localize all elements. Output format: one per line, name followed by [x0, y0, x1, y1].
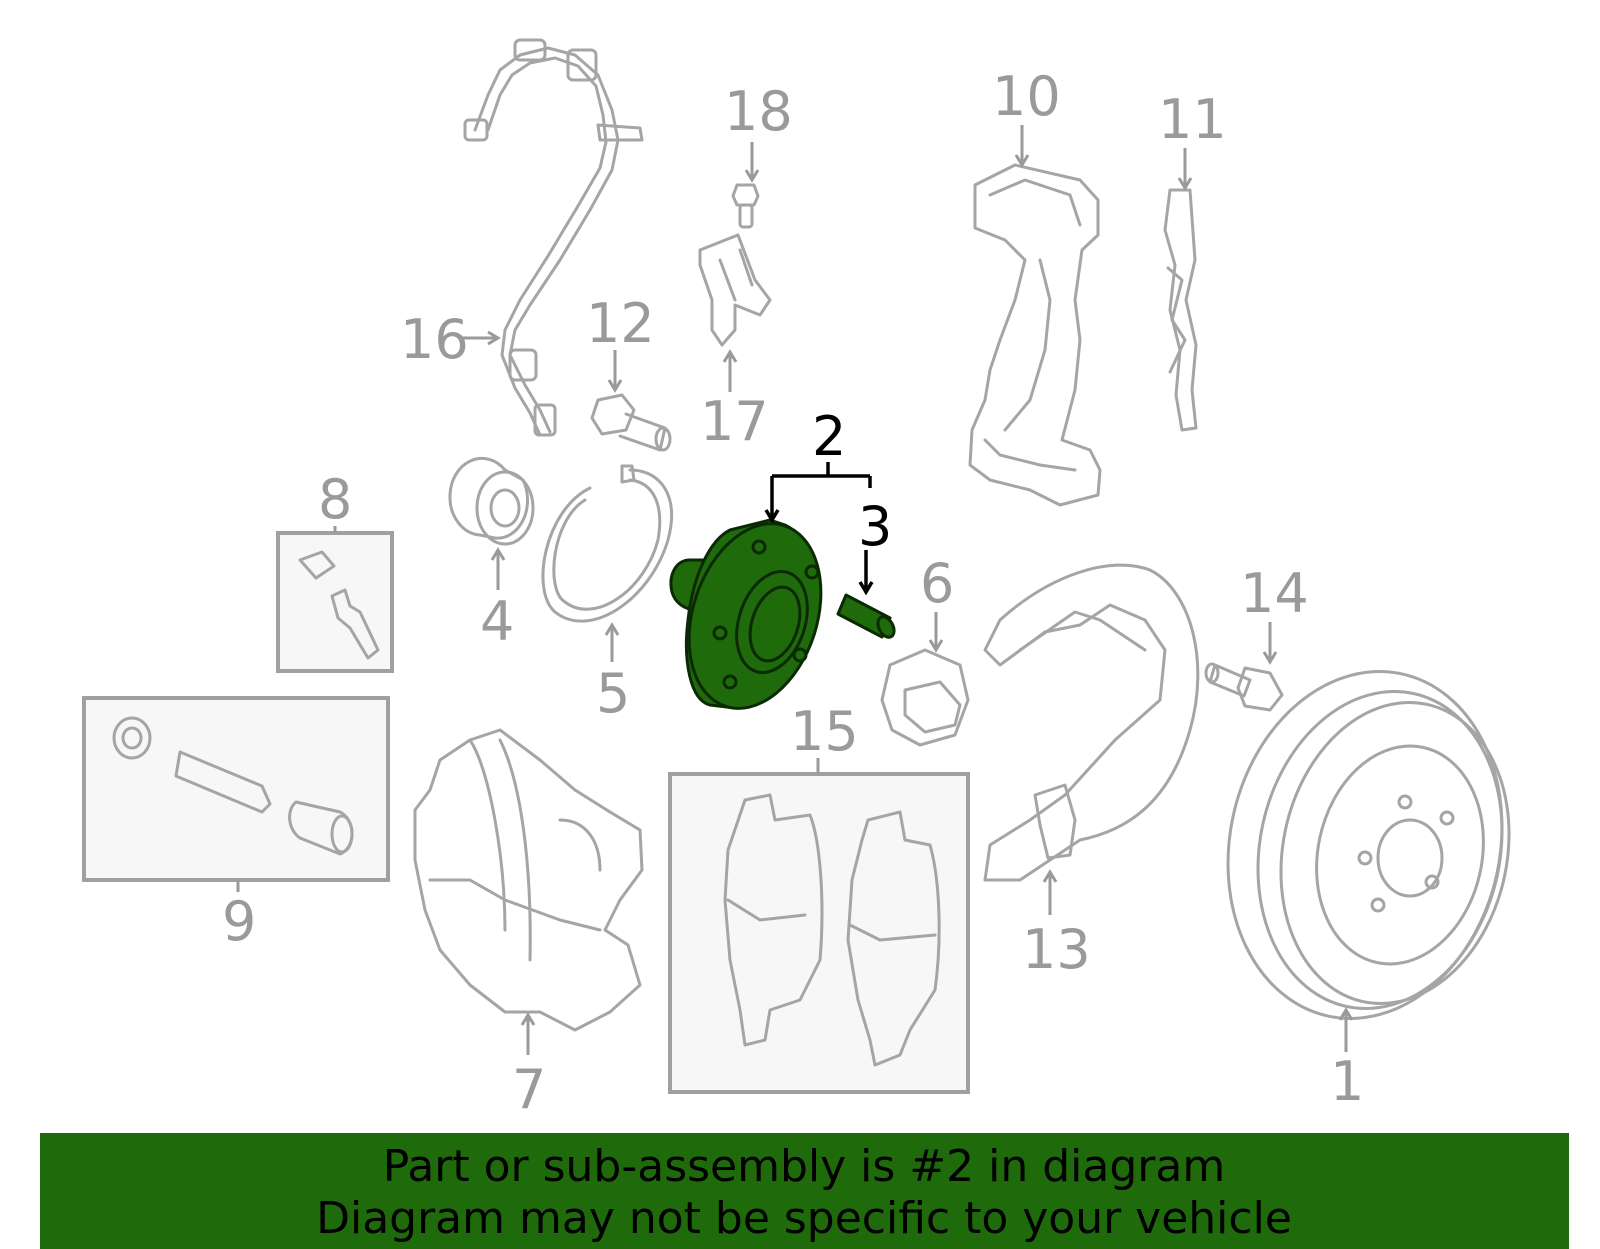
part-6-hub-nut[interactable] — [880, 648, 970, 747]
leader-3 — [858, 550, 874, 596]
leader-12 — [607, 350, 623, 393]
callout-18[interactable]: 18 — [724, 80, 793, 143]
part-14-bolt[interactable] — [1204, 662, 1284, 712]
part-8-bleeder — [298, 550, 380, 660]
part-16-brake-hose[interactable] — [463, 38, 644, 437]
callout-15[interactable]: 15 — [790, 700, 859, 763]
callout-11[interactable]: 11 — [1158, 88, 1227, 151]
banner-line-1: Part or sub-assembly is #2 in diagram — [383, 1141, 1225, 1192]
leader-10 — [1014, 125, 1030, 168]
callout-3[interactable]: 3 — [858, 495, 892, 558]
leader-18 — [744, 142, 760, 183]
leader-1 — [1338, 1007, 1354, 1052]
leader-5 — [604, 622, 620, 662]
leader-2-bracket — [764, 462, 872, 524]
callout-7[interactable]: 7 — [512, 1058, 546, 1121]
callout-5[interactable]: 5 — [596, 662, 630, 725]
callout-1[interactable]: 1 — [1330, 1050, 1364, 1113]
leader-4 — [490, 547, 506, 590]
part-4-bearing[interactable] — [448, 456, 535, 546]
callout-6[interactable]: 6 — [920, 552, 954, 615]
callout-10[interactable]: 10 — [992, 65, 1061, 128]
part-17-sensor[interactable] — [698, 233, 772, 347]
leader-16-arrow — [487, 330, 501, 346]
callout-12[interactable]: 12 — [586, 292, 655, 355]
callout-17[interactable]: 17 — [700, 390, 769, 453]
callout-13[interactable]: 13 — [1022, 918, 1091, 981]
leader-17 — [722, 349, 738, 392]
part-5-snap-ring[interactable] — [541, 464, 674, 623]
part-7-caliper[interactable] — [413, 728, 644, 1032]
part-15-brake-pads — [723, 793, 941, 1067]
part-9-guide-pins — [112, 716, 354, 856]
callout-16[interactable]: 16 — [400, 308, 469, 371]
part-2-wheel-hub[interactable] — [667, 506, 844, 725]
callout-4[interactable]: 4 — [480, 590, 514, 653]
part-10-caliper-bracket[interactable] — [968, 163, 1102, 507]
leader-11 — [1177, 148, 1193, 191]
callout-9[interactable]: 9 — [222, 890, 256, 953]
part-3-wheel-stud[interactable] — [836, 593, 897, 640]
info-banner: Part or sub-assembly is #2 in diagram Di… — [40, 1133, 1569, 1249]
leader-13 — [1042, 869, 1058, 915]
part-15-box[interactable] — [668, 772, 970, 1094]
part-13-dust-shield[interactable] — [983, 563, 1200, 882]
part-18-bolt[interactable] — [731, 183, 760, 229]
part-11-clip[interactable] — [1163, 188, 1198, 432]
callout-8[interactable]: 8 — [318, 468, 352, 531]
part-12-bolt[interactable] — [590, 393, 672, 452]
leader-6 — [928, 612, 944, 653]
leader-7 — [520, 1012, 536, 1055]
callout-2[interactable]: 2 — [812, 405, 846, 468]
banner-line-2: Diagram may not be specific to your vehi… — [316, 1193, 1292, 1244]
part-1-brake-rotor[interactable] — [1197, 646, 1537, 1044]
leader-14 — [1262, 622, 1278, 665]
callout-14[interactable]: 14 — [1240, 562, 1309, 625]
banner-background — [40, 1133, 1569, 1249]
